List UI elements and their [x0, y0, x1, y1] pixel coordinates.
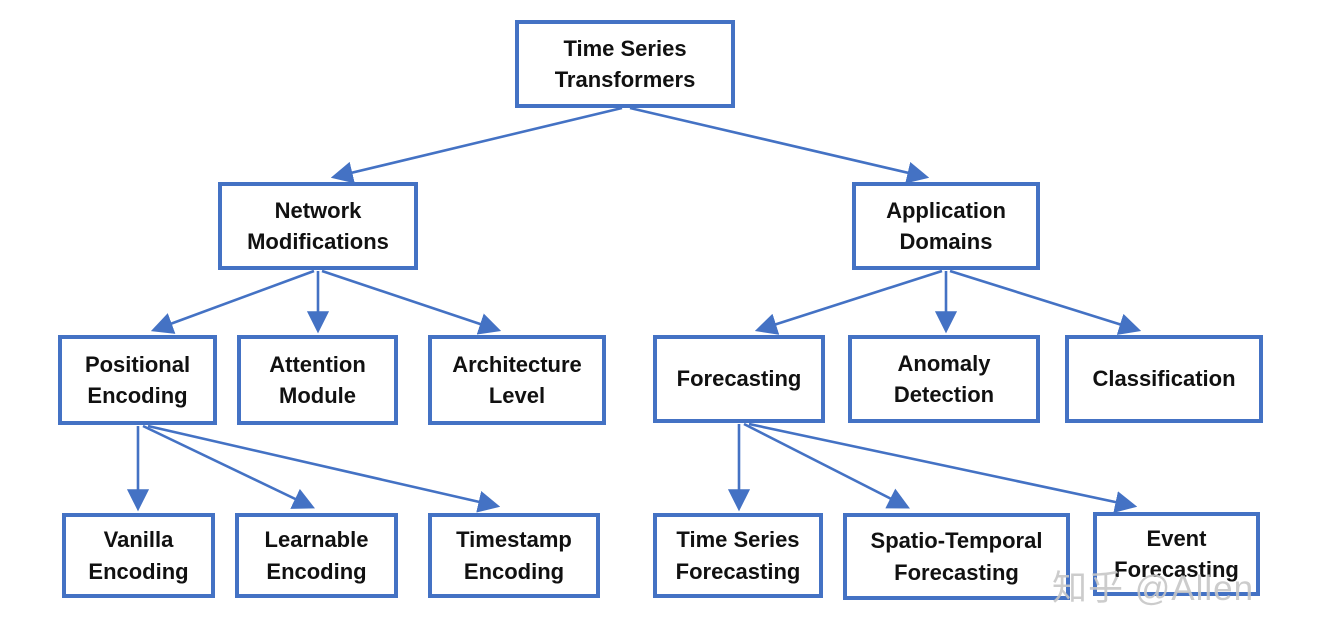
node-label-vanilla-encoding: Vanilla Encoding	[88, 527, 189, 584]
edge-appdomains-to-forecasting	[754, 269, 943, 335]
node-spatio-temporal-forecasting: Spatio-Temporal Forecasting	[843, 513, 1070, 600]
node-label-learnable-encoding: Learnable Encoding	[264, 527, 369, 584]
node-label-time-series-transformers: Time Series Transformers	[554, 35, 696, 92]
edge-netmods-to-positional-encoding	[150, 269, 315, 334]
node-label-attention-module: Attention Module	[269, 351, 366, 408]
edge-netmods-to-architecture-level	[321, 269, 502, 335]
edge-appdomains-to-classification	[949, 269, 1142, 335]
node-application-domains: Application Domains	[852, 182, 1040, 270]
node-attention-module: Attention Module	[237, 335, 398, 425]
node-event-forecasting: Event Forecasting	[1093, 512, 1260, 596]
node-architecture-level: Architecture Level	[428, 335, 606, 425]
node-time-series-transformers: Time Series Transformers	[515, 20, 735, 108]
node-label-timestamp-encoding: Timestamp Encoding	[456, 527, 572, 584]
node-anomaly-detection: Anomaly Detection	[848, 335, 1040, 423]
node-label-network-modifications: Network Modifications	[247, 197, 389, 254]
node-learnable-encoding: Learnable Encoding	[235, 513, 398, 598]
node-forecasting: Forecasting	[653, 335, 825, 423]
edge-root-to-network-modifications	[330, 106, 623, 184]
node-label-forecasting: Forecasting	[676, 366, 802, 392]
edge-forecasting-to-spatio-temporal	[743, 422, 910, 509]
node-positional-encoding: Positional Encoding	[58, 335, 217, 425]
node-timestamp-encoding: Timestamp Encoding	[428, 513, 600, 598]
edge-forecasting-to-event	[748, 422, 1138, 513]
node-classification: Classification	[1065, 335, 1263, 423]
node-label-event-forecasting: Event Forecasting	[1114, 525, 1239, 582]
node-label-positional-encoding: Positional Encoding	[84, 351, 191, 408]
node-label-application-domains: Application Domains	[886, 197, 1006, 254]
node-time-series-forecasting: Time Series Forecasting	[653, 513, 823, 598]
node-label-spatio-temporal-forecasting: Spatio-Temporal Forecasting	[870, 528, 1043, 585]
node-label-time-series-forecasting: Time Series Forecasting	[675, 527, 801, 584]
node-vanilla-encoding: Vanilla Encoding	[62, 513, 215, 598]
node-network-modifications: Network Modifications	[218, 182, 418, 270]
edge-posenc-to-timestamp	[147, 424, 501, 513]
node-label-classification: Classification	[1092, 366, 1236, 392]
edge-root-to-application-domains	[629, 106, 930, 184]
node-label-architecture-level: Architecture Level	[452, 351, 582, 408]
edge-posenc-to-learnable	[142, 424, 315, 509]
node-label-anomaly-detection: Anomaly Detection	[893, 350, 995, 407]
